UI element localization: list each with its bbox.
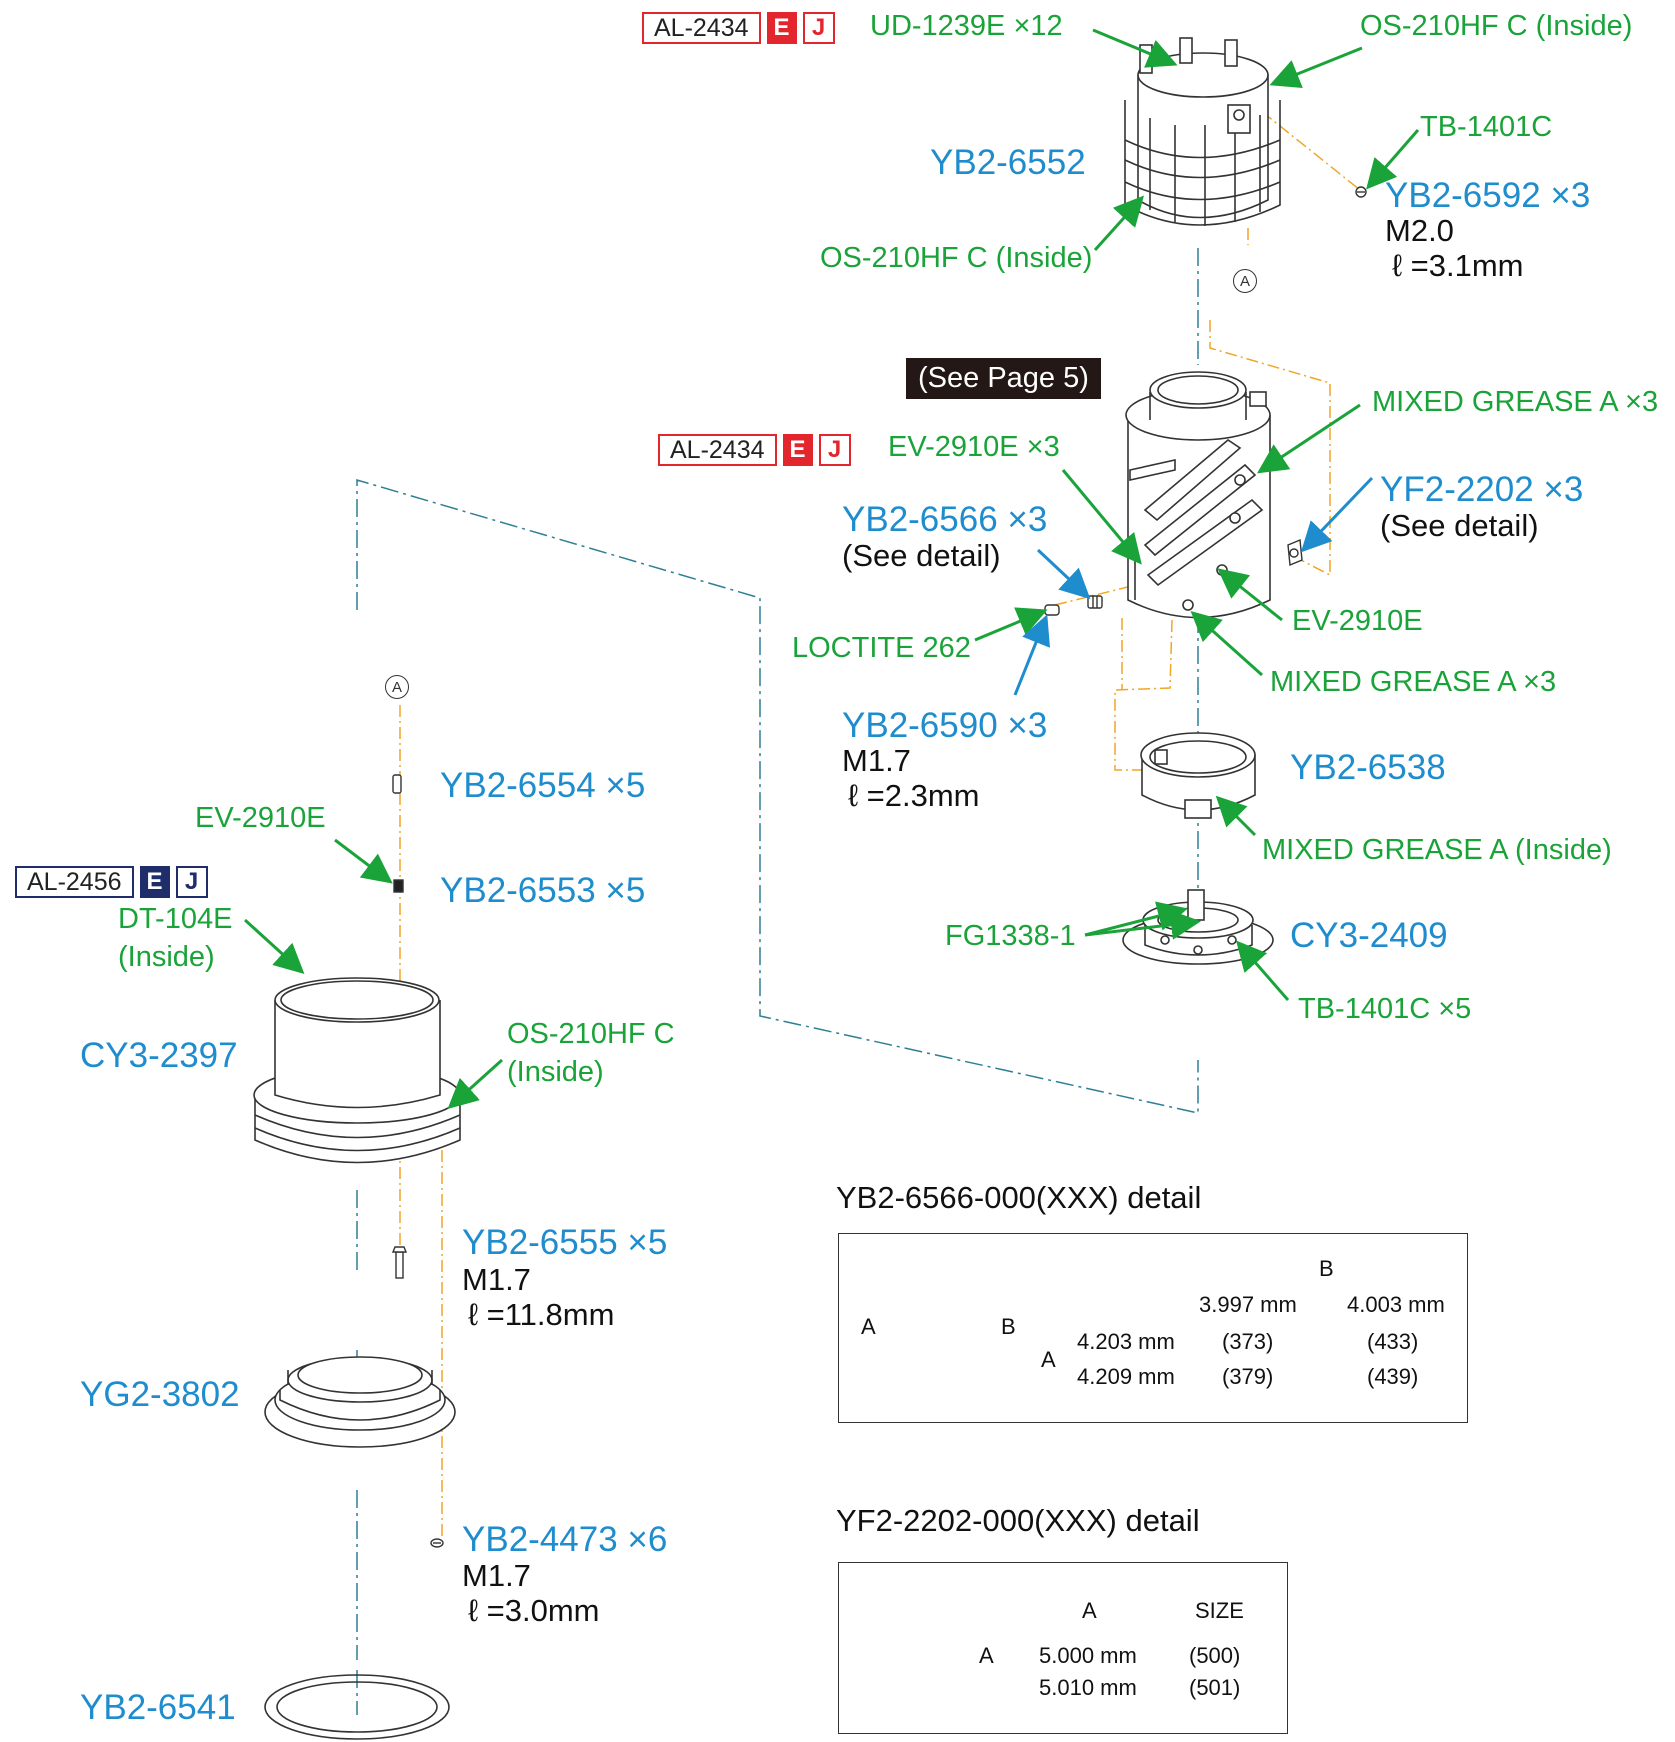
yf2-2202-part — [1287, 538, 1303, 567]
label-mixed-grease-a3-top: MIXED GREASE A ×3 — [1372, 386, 1659, 418]
detail-6566-row-a2: 4.209 mm — [1077, 1364, 1175, 1389]
assembly-axes — [356, 248, 1199, 1715]
label-yb2-6554: YB2-6554 ×5 — [440, 766, 646, 805]
detail-6566-col-b2: 4.003 mm — [1347, 1292, 1445, 1317]
detail-2202-r2-s: (501) — [1189, 1675, 1241, 1700]
detail-6566-fig-a: A — [861, 1314, 876, 1339]
label-yb2-6566: YB2-6566 ×3 — [842, 500, 1048, 539]
label-os210-top-left: OS-210HF C (Inside) — [820, 242, 1093, 274]
label-cy3-2397: CY3-2397 — [80, 1036, 238, 1075]
label-yb2-6590-m: M1.7 — [842, 743, 911, 778]
badge-code: AL-2456 — [15, 866, 134, 898]
label-dt104e: DT-104E — [118, 903, 233, 935]
label-yb2-6541: YB2-6541 — [80, 1688, 236, 1727]
label-mixed-grease-a3-mid: MIXED GREASE A ×3 — [1270, 666, 1557, 698]
detail-2202-head-a: A — [1082, 1598, 1097, 1623]
badge-e: E — [139, 866, 170, 898]
badge-code: AL-2434 — [642, 12, 761, 44]
label-yb2-6592-m: M2.0 — [1385, 213, 1454, 248]
label-yb2-6538: YB2-6538 — [1290, 748, 1446, 787]
label-yb2-6553: YB2-6553 ×5 — [440, 871, 646, 910]
detail-2202-r1-a: 5.000 mm — [1039, 1643, 1137, 1668]
detail-6566-title: YB2-6566-000(XXX) detail — [836, 1180, 1202, 1215]
al2434-badge-top: AL-2434 E J — [642, 12, 835, 44]
yb2-6566-yb2-6590-pins — [1044, 595, 1103, 616]
detail-6566-row-header: A — [1041, 1347, 1056, 1372]
badge-j: J — [802, 12, 835, 44]
label-ev2910e-x3: EV-2910E ×3 — [888, 431, 1060, 463]
yb2-6592-screw — [1355, 186, 1367, 198]
al2456-badge: AL-2456 E J — [15, 866, 208, 898]
label-yb2-6555-m: M1.7 — [462, 1262, 531, 1297]
label-tb1401c-x5: TB-1401C ×5 — [1298, 993, 1472, 1025]
green-leaders — [243, 28, 1420, 1110]
label-os210-left-1: OS-210HF C — [507, 1018, 675, 1050]
detail-2202-head-size: SIZE — [1195, 1598, 1244, 1623]
yg2-3802-drawing — [264, 1356, 456, 1448]
detail-6566-box: A B B 3.997 mm 4.003 mm A 4.203 mm 4.209… — [838, 1233, 1468, 1423]
label-yb2-6592: YB2-6592 ×3 — [1385, 176, 1591, 215]
label-yb2-4473-l: ℓ =3.0mm — [468, 1593, 600, 1628]
detail-6566-col-b1: 3.997 mm — [1199, 1292, 1297, 1317]
detail-6566-col-header: B — [1319, 1256, 1334, 1281]
blue-leaders — [1013, 476, 1374, 696]
badge-e: E — [766, 12, 797, 44]
detail-6566-c12: (433) — [1367, 1329, 1419, 1354]
yb2-4473-screw — [430, 1538, 444, 1548]
detail-6566-c11: (373) — [1222, 1329, 1274, 1354]
cy3-2397-drawing — [253, 977, 461, 1164]
label-yb2-6592-l: ℓ =3.1mm — [1392, 248, 1524, 283]
label-fg1338: FG1338-1 — [945, 920, 1076, 952]
yb2-6552-drawing — [1124, 37, 1281, 226]
yb2-6538-drawing — [1140, 732, 1256, 819]
see-page-label: (See Page 5) — [906, 358, 1101, 399]
label-yb2-6552: YB2-6552 — [930, 143, 1086, 182]
label-yf2-2202: YF2-2202 ×3 — [1380, 470, 1584, 509]
detail-6566-row-a1: 4.203 mm — [1077, 1329, 1175, 1354]
detail-6566-c21: (379) — [1222, 1364, 1274, 1389]
badge-code: AL-2434 — [658, 434, 777, 466]
label-ud1239e: UD-1239E ×12 — [870, 10, 1063, 42]
badge-e: E — [782, 434, 813, 466]
badge-j: J — [818, 434, 851, 466]
detail-2202-title: YF2-2202-000(XXX) detail — [836, 1503, 1200, 1538]
label-ev2910e-left: EV-2910E — [195, 802, 326, 834]
cam-barrel-drawing — [1125, 371, 1271, 619]
circle-marker-a-left: A — [385, 675, 409, 699]
yb2-6541-drawing — [264, 1674, 450, 1740]
label-dt104e-inside: (Inside) — [118, 941, 215, 973]
al2434-badge-mid: AL-2434 E J — [658, 434, 851, 466]
detail-2202-r1-s: (500) — [1189, 1643, 1241, 1668]
label-yb2-6555: YB2-6555 ×5 — [462, 1223, 668, 1262]
yb2-6554-yb2-6553-pins — [392, 774, 404, 893]
label-os210-top-right: OS-210HF C (Inside) — [1360, 10, 1633, 42]
detail-2202-fig-a: A — [979, 1643, 994, 1668]
label-yg2-3802: YG2-3802 — [80, 1375, 240, 1414]
label-tb1401c: TB-1401C — [1420, 111, 1553, 143]
detail-6566-c22: (439) — [1367, 1364, 1419, 1389]
badge-j: J — [175, 866, 208, 898]
yb2-6555-screw — [391, 1246, 408, 1279]
detail-2202-box: A A SIZE 5.000 mm (500) 5.010 mm (501) — [838, 1562, 1288, 1734]
label-loctite: LOCTITE 262 — [792, 632, 971, 664]
label-yb2-6590-l: ℓ =2.3mm — [848, 778, 980, 813]
label-yb2-6566-see: (See detail) — [842, 538, 1001, 573]
circle-marker-a-top: A — [1233, 269, 1257, 293]
label-yb2-4473: YB2-4473 ×6 — [462, 1520, 668, 1559]
label-yb2-6590: YB2-6590 ×3 — [842, 706, 1048, 745]
label-yb2-6555-l: ℓ =11.8mm — [468, 1297, 615, 1332]
label-mixed-grease-inside: MIXED GREASE A (Inside) — [1262, 834, 1612, 866]
detail-6566-fig-b: B — [1001, 1314, 1016, 1339]
label-yf2-2202-see: (See detail) — [1380, 508, 1539, 543]
label-cy3-2409: CY3-2409 — [1290, 916, 1448, 955]
label-yb2-4473-m: M1.7 — [462, 1558, 531, 1593]
label-os210-left-2: (Inside) — [507, 1056, 604, 1088]
detail-2202-r2-a: 5.010 mm — [1039, 1675, 1137, 1700]
label-ev2910e-right: EV-2910E — [1292, 605, 1423, 637]
